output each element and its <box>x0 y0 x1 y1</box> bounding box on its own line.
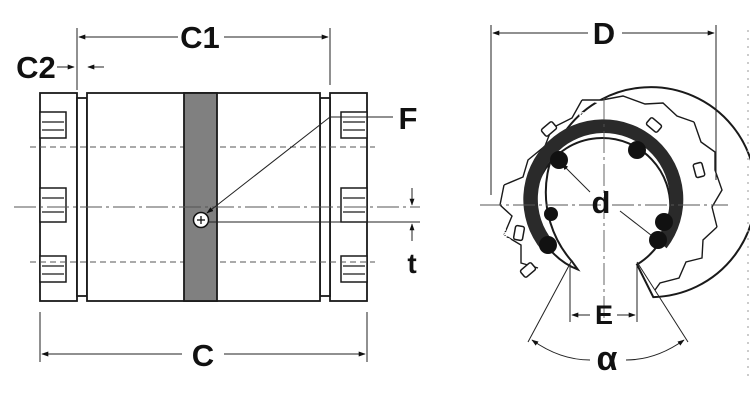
t-label: t <box>407 248 416 279</box>
d-inner-dimension: d <box>561 163 657 240</box>
t-dimension: t <box>407 188 417 279</box>
c2-dimension: C2 <box>16 50 104 85</box>
alpha-dimension: α <box>527 259 689 378</box>
d-outer-label: D <box>593 16 615 51</box>
left-end-ring <box>39 92 88 302</box>
e-dimension: E <box>569 264 638 330</box>
side-view: C1 C2 C F t <box>14 20 420 373</box>
ball-set <box>539 141 673 254</box>
d-inner-label: d <box>592 185 611 220</box>
c-label: C <box>192 338 214 373</box>
c1-label: C1 <box>180 20 220 55</box>
center-band <box>183 92 218 302</box>
c1-dimension: C1 <box>78 20 329 55</box>
ball-track-band <box>523 119 684 251</box>
e-label: E <box>595 300 613 330</box>
alpha-label: α <box>597 340 618 378</box>
d-outer-dimension: D <box>490 16 717 195</box>
right-end-ring <box>319 92 368 302</box>
f-label: F <box>399 101 418 136</box>
ring-slots <box>512 117 706 278</box>
end-view: SSE.M THOMSON OPN USA D d <box>480 16 750 378</box>
c2-label: C2 <box>16 50 56 85</box>
c-dimension: C <box>41 338 366 373</box>
f-leader: F <box>206 101 418 214</box>
lube-hole-icon <box>192 211 210 229</box>
